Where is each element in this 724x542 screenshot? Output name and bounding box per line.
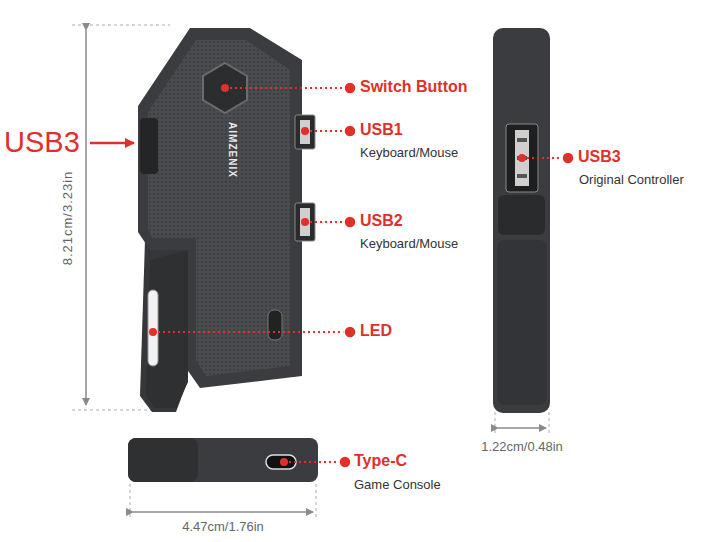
part-note: Keyboard/Mouse bbox=[360, 146, 458, 161]
port-callout: USB3 bbox=[4, 126, 80, 159]
part-name: USB2 bbox=[360, 212, 403, 230]
part-name: LED bbox=[360, 322, 392, 340]
part-note: Game Console bbox=[354, 478, 441, 493]
part-name: USB3 bbox=[578, 148, 621, 166]
part-name: USB1 bbox=[360, 121, 403, 139]
part-name: Switch Button bbox=[360, 78, 468, 96]
dimension-label: 1.22cm/0.48in bbox=[481, 440, 563, 455]
dimension-label: 8.21cm/3.23in bbox=[61, 171, 76, 266]
part-note: Original Controller bbox=[579, 173, 684, 188]
brand-mark: AIMZENIX bbox=[226, 122, 238, 178]
part-note: Keyboard/Mouse bbox=[360, 237, 458, 252]
part-name: Type-C bbox=[354, 452, 407, 470]
dimension-label: 4.47cm/1.76in bbox=[182, 520, 264, 535]
